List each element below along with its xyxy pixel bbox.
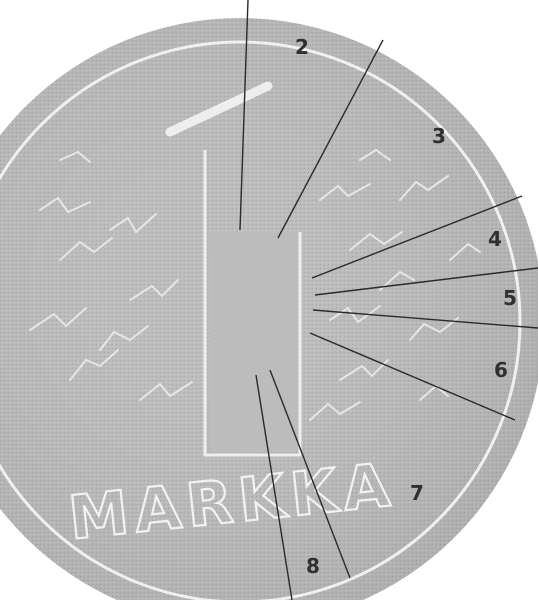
callout-label-2: 2 (295, 35, 309, 59)
callout-label-7: 7 (410, 481, 424, 505)
callout-label-4: 4 (488, 227, 502, 251)
callout-label-6: 6 (494, 358, 508, 382)
callout-label-3: 3 (432, 124, 446, 148)
coin: MARKKA (0, 18, 538, 600)
callout-label-8: 8 (306, 554, 320, 578)
numeral-stem (210, 232, 298, 452)
callout-label-5: 5 (503, 286, 517, 310)
